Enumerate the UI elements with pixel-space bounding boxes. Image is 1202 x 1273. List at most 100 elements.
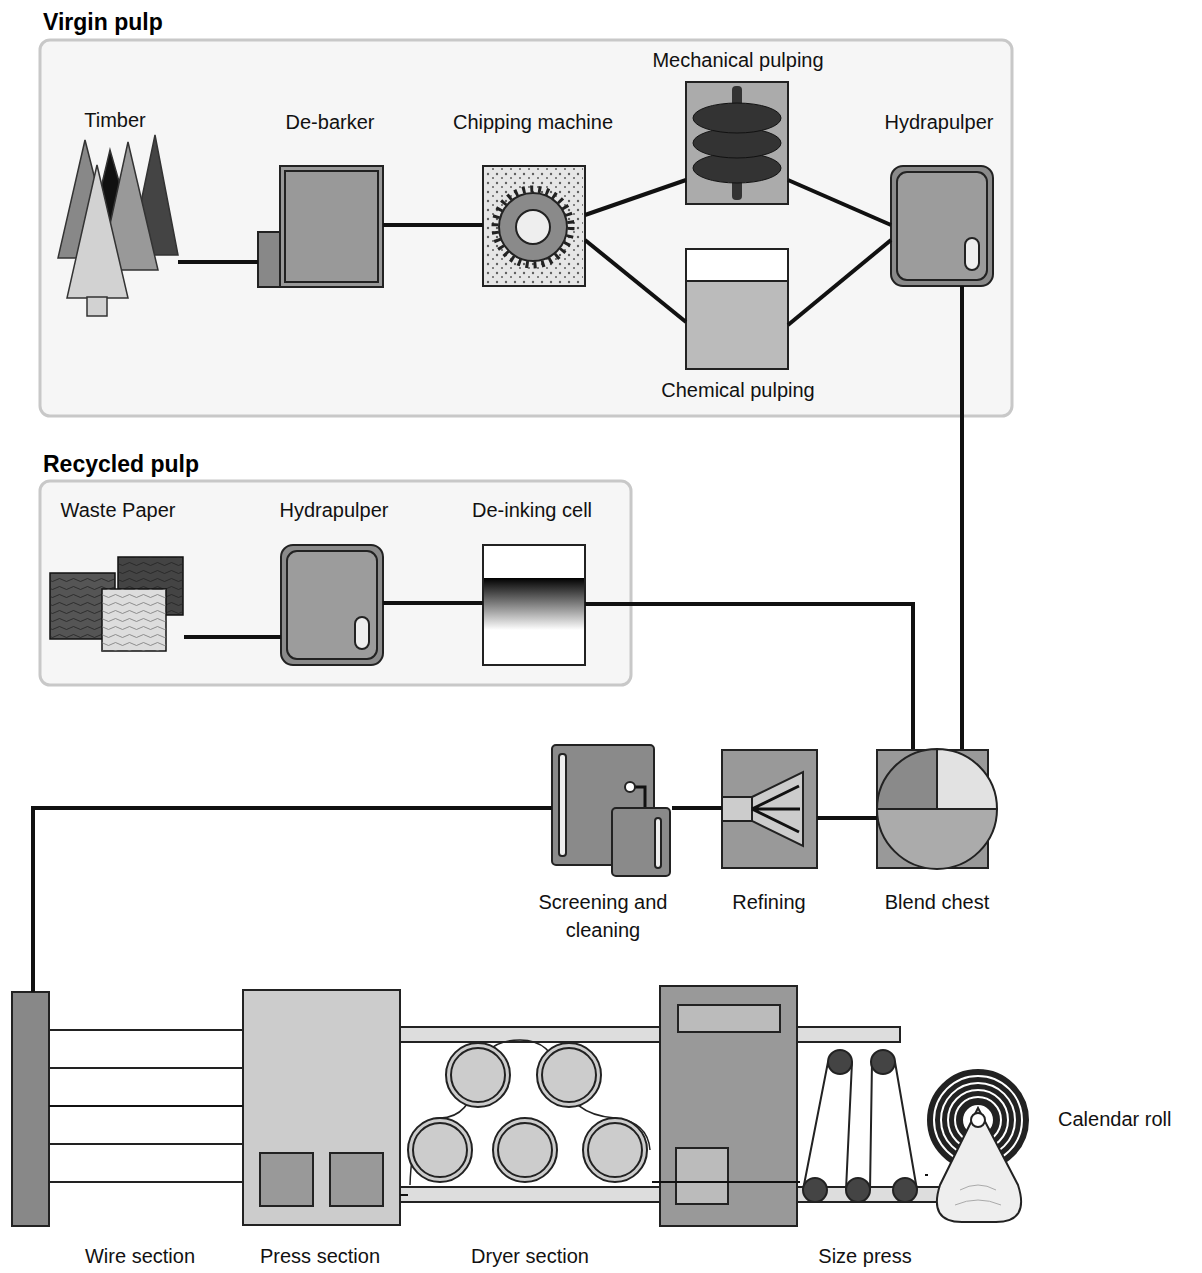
- timber-trees: [58, 135, 178, 316]
- equipment-label: Screening and cleaning: [528, 888, 678, 944]
- dryer-cylinders-part: [542, 1048, 596, 1102]
- blend-chest-part: [877, 809, 997, 869]
- wire-section-part: [49, 1029, 243, 1031]
- coating-unit-part: [678, 1005, 780, 1032]
- chipping-machine: [483, 166, 585, 286]
- pulp-pipe: [383, 601, 483, 605]
- calendar-roll-icon: Calendar roll: [928, 1068, 1045, 1224]
- equipment-label: Wire section: [85, 1244, 195, 1268]
- machine-section: Size press: [800, 1048, 925, 1203]
- screening-cleaner-part: [612, 808, 670, 876]
- coating-unit-part: [660, 986, 797, 1226]
- calendar-roll-part: [955, 1185, 1001, 1205]
- equipment-label: De-inking cell: [472, 498, 592, 522]
- refiner: [722, 750, 817, 868]
- dryer-cylinders-part: [583, 1118, 647, 1182]
- panel-ground-part: [40, 481, 631, 685]
- hydrapulper-icon: [281, 545, 383, 665]
- mechanical-pulper-icon: Mechanical pulping: [686, 82, 788, 204]
- dryer-cylinders-part: [498, 1123, 552, 1177]
- coating-unit-part: [676, 1148, 728, 1204]
- hydrapulper-icon: [891, 166, 993, 286]
- deinking-cell-part: [484, 578, 584, 630]
- pulp-pipe: [184, 635, 281, 639]
- size-press-rollers-part: [846, 1178, 870, 1202]
- pulp-pipe: [960, 286, 964, 749]
- equipment-label: Mechanical pulping: [652, 48, 823, 72]
- machine-section: Press section: [243, 990, 400, 1225]
- deinking-cell-part: [483, 545, 585, 665]
- timber-trees-part: [87, 297, 107, 316]
- pulp-pipe: [33, 808, 552, 992]
- paper-web-line: [49, 1105, 243, 1107]
- panel-heading: Virgin pulp: [43, 8, 163, 36]
- equipment-label: Calendar roll: [1058, 1107, 1171, 1131]
- deinking-cell: [483, 545, 585, 665]
- mechanical-pulper-part: [686, 82, 788, 204]
- screening-cleaner-part: [634, 787, 645, 810]
- equipment-label: Chipping machine: [453, 110, 613, 134]
- mechanical-pulper-part: [693, 103, 781, 133]
- debarker-machine-part: [280, 166, 383, 287]
- dryer-cylinders-part: [408, 1118, 472, 1182]
- wire-section-part: [49, 1067, 243, 1069]
- dryer-cylinders-part: [451, 1048, 505, 1102]
- pulp-pipe: [178, 260, 258, 264]
- waste-paper-stack-part: [102, 589, 166, 651]
- pulp-pipe: [383, 223, 483, 227]
- dryer-cylinders-part: [446, 1043, 510, 1107]
- pulp-pipe: [788, 240, 891, 325]
- wire-section-part: [49, 1181, 243, 1183]
- chipping-machine-part: [516, 210, 550, 244]
- size-press-rollers-part: [828, 1050, 852, 1074]
- paper-web-line: [925, 1174, 928, 1176]
- press-section-part: [260, 1153, 313, 1206]
- paper-web-line: [652, 1181, 800, 1183]
- waste-paper-stack: [50, 557, 183, 651]
- equipment-label: Hydrapulper: [885, 110, 994, 134]
- calendar-roll: [928, 1070, 1028, 1222]
- coating-unit: [660, 986, 797, 1226]
- dryer-cylinders-part: [410, 1040, 650, 1185]
- waste-paper-stack-part: [102, 589, 166, 651]
- blend-chest-part: [877, 749, 937, 809]
- equipment-label: Chemical pulping: [661, 378, 814, 402]
- pulp-pipe: [817, 816, 877, 820]
- dryer-cylinders-part: [588, 1123, 642, 1177]
- refiner-part: [722, 750, 817, 868]
- wire-section-part: [12, 992, 49, 1226]
- chemical-pulper: [686, 249, 788, 369]
- wire-section-part: [49, 1143, 243, 1145]
- chipping-machine-part: [499, 193, 567, 261]
- press-section-part: [330, 1153, 383, 1206]
- size-press-rollers-part: [803, 1051, 917, 1190]
- timber-trees-part: [67, 165, 128, 298]
- size-press-rollers-part: [871, 1050, 895, 1074]
- size-press-rollers-part: [893, 1178, 917, 1202]
- press-section: [243, 990, 400, 1225]
- blend-chest: [877, 749, 997, 869]
- calendar-roll-part: [971, 1113, 985, 1127]
- process-panel: Virgin pulpTimberDe-barkerChipping machi…: [40, 40, 1012, 416]
- wire-section: [12, 992, 243, 1226]
- hydrapulper-icon: Hydrapulper: [281, 545, 383, 665]
- pulp-pipe: [585, 604, 913, 749]
- equipment-label: De-barker: [286, 110, 375, 134]
- chemical-pulper-icon: Chemical pulping: [686, 249, 788, 369]
- chipping-machine-part: [483, 166, 585, 286]
- panel-ground-part: [40, 40, 1012, 416]
- pulp-pipe: [585, 240, 686, 322]
- chipping-machine-part: [485, 168, 583, 284]
- waste-paper-icon: Waste Paper: [50, 557, 184, 651]
- panel-ground: [40, 40, 1012, 685]
- press-section-part: [243, 990, 400, 1225]
- chemical-pulper-part: [686, 249, 788, 281]
- refiner-icon: Refining: [722, 750, 817, 868]
- timber-icon: Timber: [57, 135, 178, 317]
- equipment-label: Refining: [732, 890, 805, 914]
- size-press-rollers-part: [803, 1178, 827, 1202]
- pulp-pipe: [672, 806, 722, 810]
- equipment-label: Timber: [84, 108, 145, 132]
- debarker-machine-part: [285, 171, 378, 282]
